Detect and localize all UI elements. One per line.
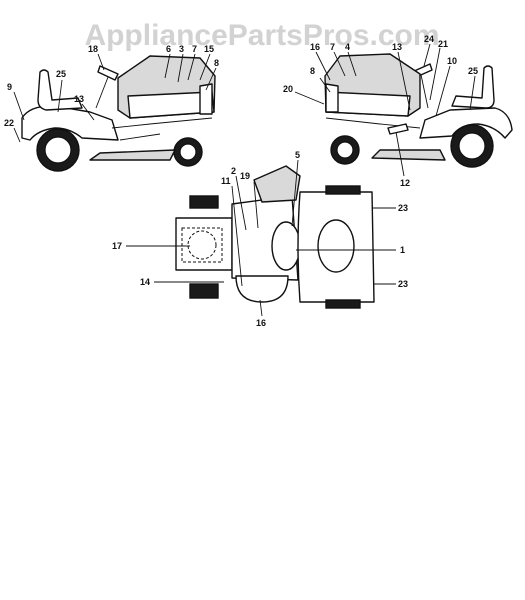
left-hood-panel [127, 91, 215, 119]
callout-19: 19 [240, 171, 250, 181]
top-steering-ellipse [271, 221, 301, 271]
callout-25: 25 [56, 69, 66, 79]
top-seat [317, 219, 355, 273]
callout-15: 15 [204, 44, 214, 54]
left-pedal-line [119, 133, 161, 141]
left-steering-wheel [97, 65, 119, 81]
callout-13: 13 [392, 42, 402, 52]
top-front-tire-upper [189, 195, 219, 209]
left-rear-hub [44, 136, 72, 164]
right-side-view: 16 7 4 13 24 21 10 25 8 20 12 [283, 34, 513, 188]
callout-23-lower: 23 [398, 279, 408, 289]
callout-23-upper: 23 [398, 203, 408, 213]
callout-18: 18 [88, 44, 98, 54]
right-front-hub [336, 141, 354, 159]
left-chassis-line [111, 117, 213, 129]
top-rear-tire-lower [325, 299, 361, 309]
left-seat [37, 69, 83, 111]
top-engine-circle [187, 230, 217, 260]
callout-16: 16 [256, 318, 266, 328]
watermark-text: AppliancePartsPros.com [84, 19, 439, 52]
right-rear-hub [458, 132, 486, 160]
left-steering-column [95, 71, 111, 109]
left-front-hub [179, 143, 197, 161]
left-rear-fender [21, 105, 119, 141]
callout-11: 11 [221, 176, 231, 186]
callout-17: 17 [112, 241, 122, 251]
callout-13: 13 [74, 94, 84, 104]
right-rear-fender [419, 107, 513, 139]
top-grille-flap [253, 165, 301, 203]
callout-3: 3 [179, 44, 184, 54]
left-mower-deck [89, 149, 176, 161]
callout-1: 1 [400, 245, 405, 255]
callout-2: 2 [231, 166, 236, 176]
top-front-tire-lower [189, 283, 219, 299]
top-engine-outline [181, 227, 223, 263]
top-rear-tire-upper [325, 185, 361, 195]
callout-25: 25 [468, 66, 478, 76]
callout-7: 7 [330, 42, 335, 52]
right-seat [451, 65, 495, 109]
left-headlight [199, 83, 213, 115]
callout-20: 20 [283, 84, 293, 94]
top-view: 2 19 5 11 23 17 1 14 23 16 [112, 150, 408, 328]
top-front-bulge [235, 275, 289, 303]
callout-21: 21 [438, 39, 448, 49]
callout-14: 14 [140, 277, 150, 287]
callout-6: 6 [166, 44, 171, 54]
callout-7: 7 [192, 44, 197, 54]
callout-22: 22 [4, 118, 14, 128]
right-pedal [387, 123, 409, 135]
callout-8: 8 [214, 58, 219, 68]
callout-4: 4 [345, 42, 350, 52]
callout-12: 12 [400, 178, 410, 188]
callout-8: 8 [310, 66, 315, 76]
left-side-view: 9 22 25 13 18 6 3 7 15 8 [4, 44, 219, 172]
callout-9: 9 [7, 82, 12, 92]
right-steering-column [419, 69, 429, 109]
callout-10: 10 [447, 56, 457, 66]
right-mower-deck [371, 149, 446, 161]
callout-24: 24 [424, 34, 434, 44]
top-hood-front [175, 217, 233, 271]
callout-16: 16 [310, 42, 320, 52]
callout-5: 5 [295, 150, 300, 160]
